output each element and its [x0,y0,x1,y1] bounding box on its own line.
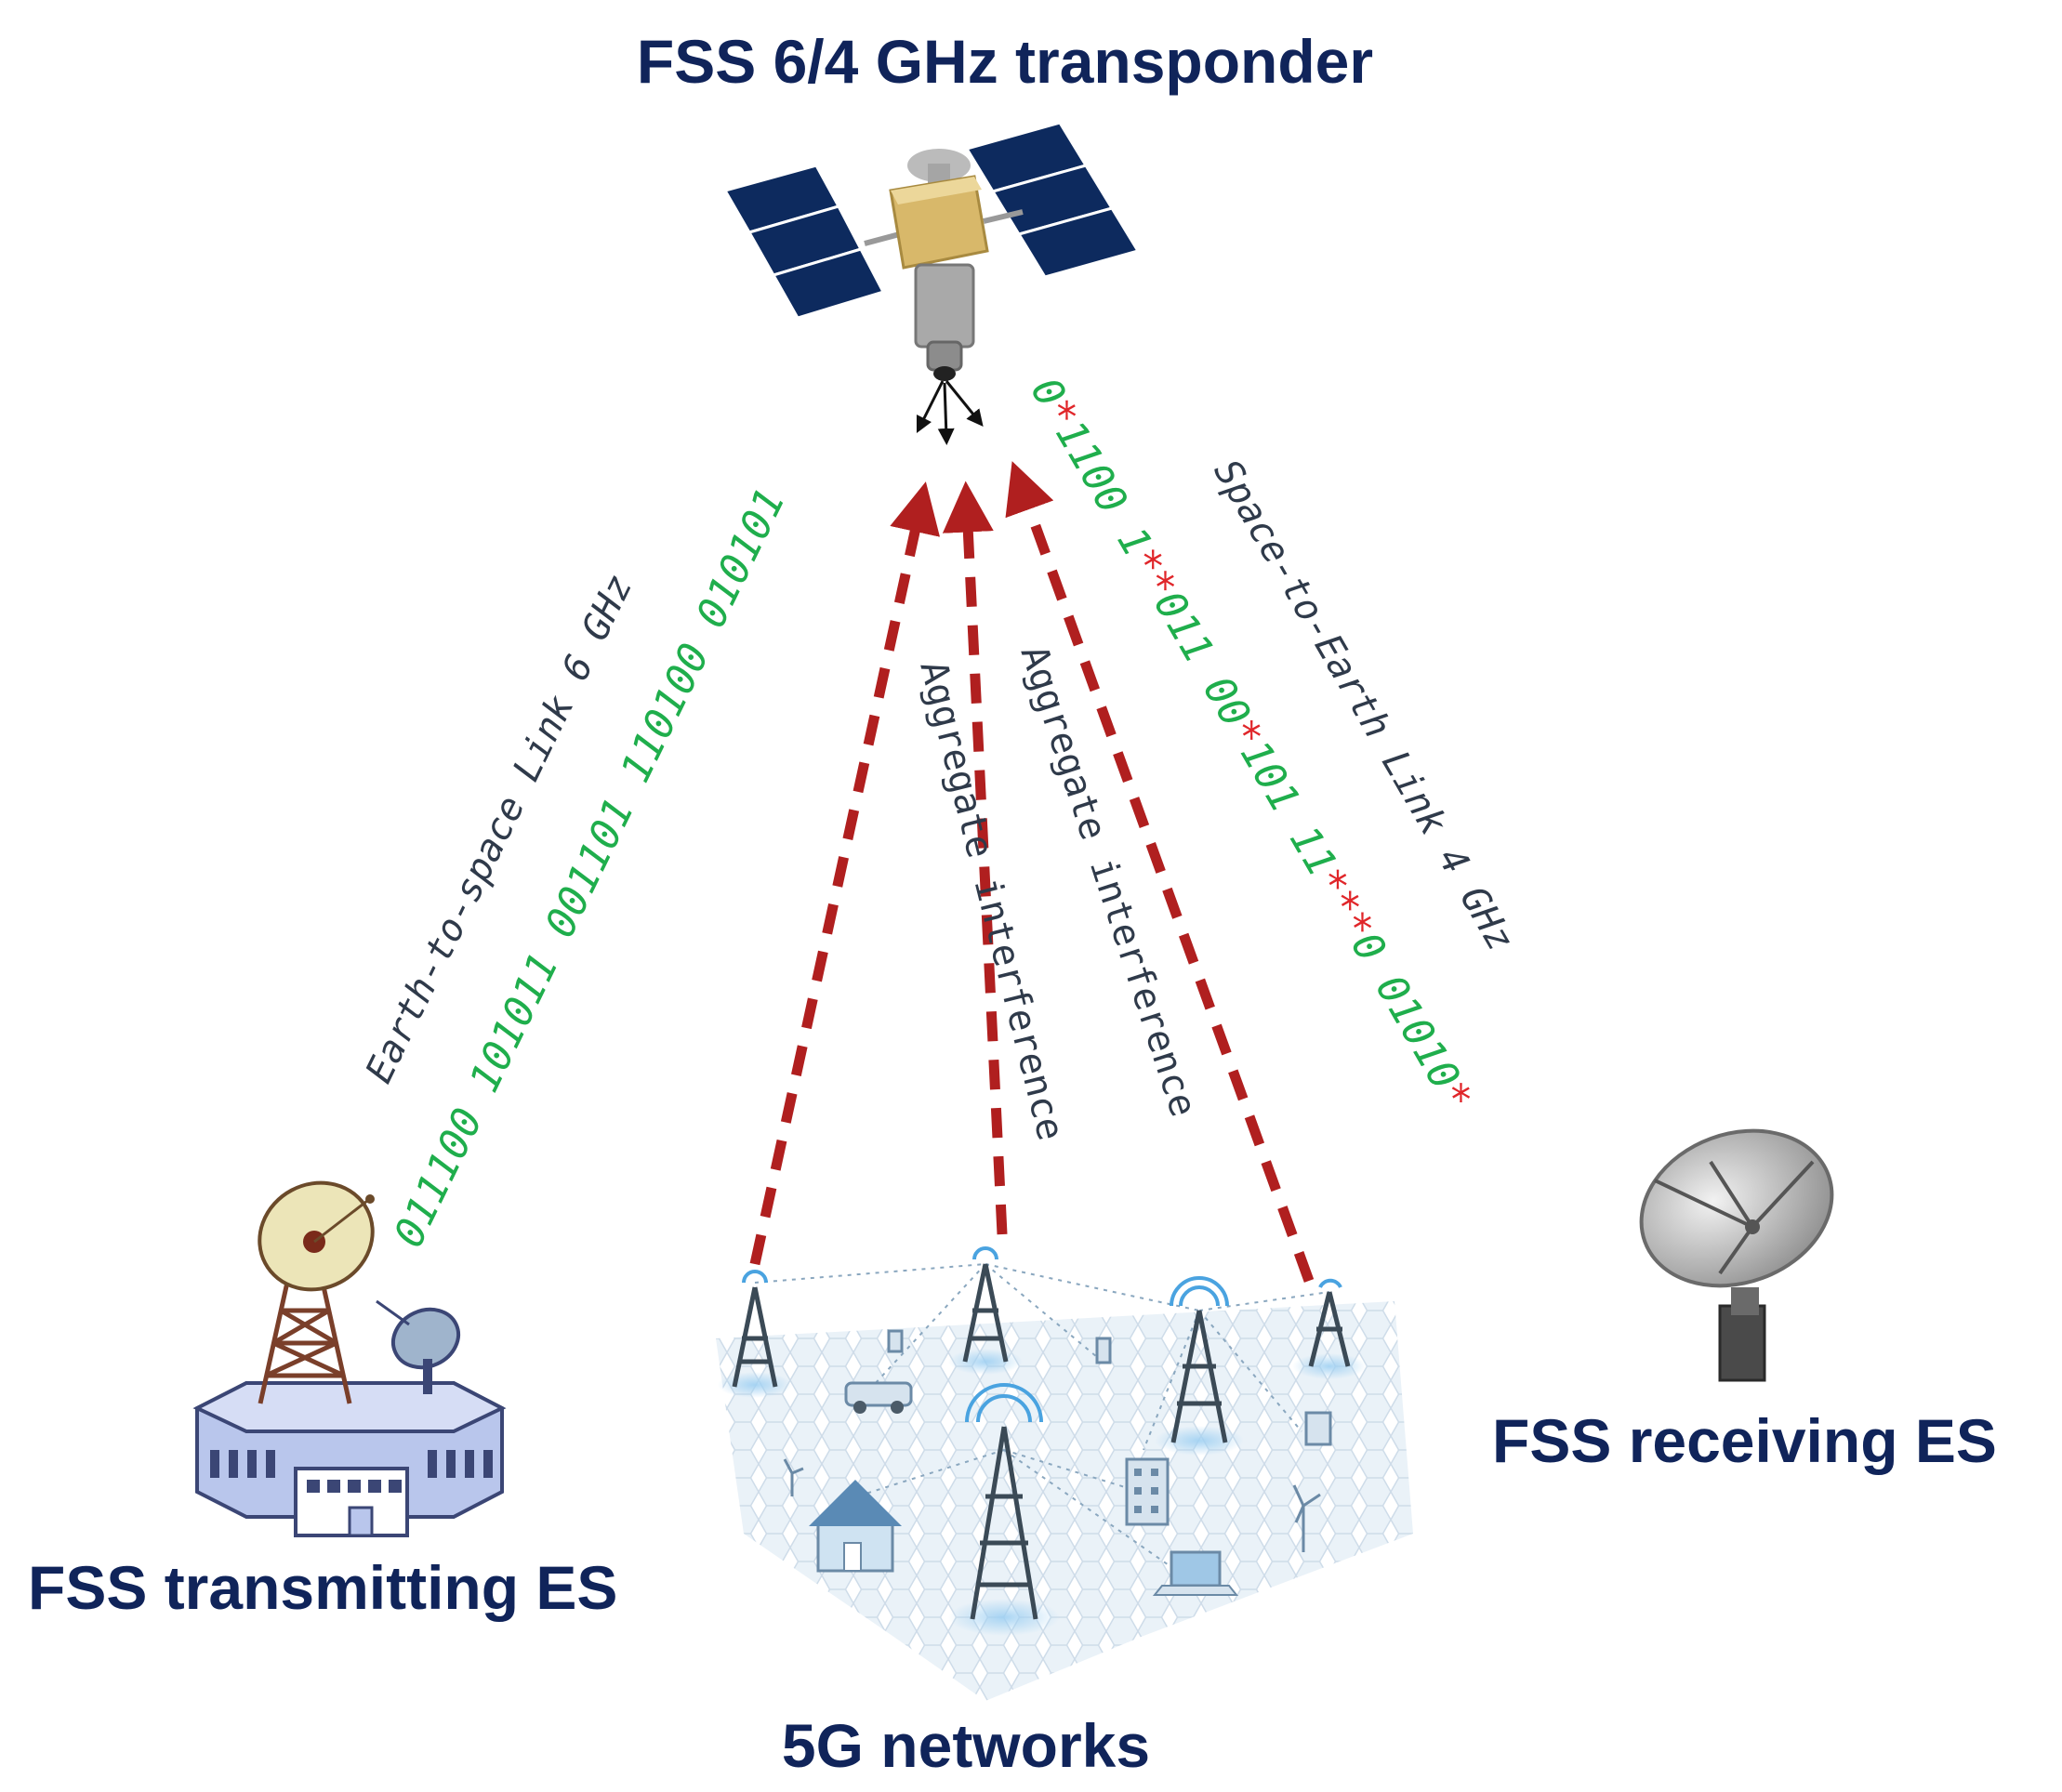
5g-network-illustration [716,1246,1413,1701]
5g-networks-title: 5G networks [781,1711,1151,1780]
device-icon [1304,1411,1332,1446]
building-icon [1125,1457,1170,1526]
receiving-earth-station-icon [1639,1128,1834,1382]
downlink-bits: 0*1100 1**011 00*101 11***0 01010* [1021,370,1481,1119]
tower-icon [1155,1310,1244,1456]
tower-icon [948,1263,1023,1375]
interference-arrow-left [749,481,940,1266]
transmitting-earth-station-icon [192,1180,507,1537]
interference-arrows [749,461,1315,1283]
wind-turbine-icon [783,1458,1321,1552]
transmitting-es-title: FSS transmitting ES [28,1553,618,1622]
sensor-icon [887,1329,904,1353]
cell-towers [718,1263,1367,1636]
tower-icon [948,1426,1060,1636]
receiving-es-title: FSS receiving ES [1492,1406,1997,1475]
satellite-icon [722,121,1141,445]
satellite-title: FSS 6/4 GHz transponder [636,27,1374,96]
left-solar-panel [722,164,886,320]
house-icon [809,1480,902,1573]
tower-icon [1292,1291,1367,1379]
laptop-icon [1152,1550,1239,1596]
tower-icon [718,1286,792,1398]
right-solar-panel [964,121,1141,279]
interference-arrow-center [942,481,1008,1235]
phone-icon [1095,1337,1112,1364]
car-icon [844,1381,913,1414]
interference-arrow-right [1005,461,1315,1283]
